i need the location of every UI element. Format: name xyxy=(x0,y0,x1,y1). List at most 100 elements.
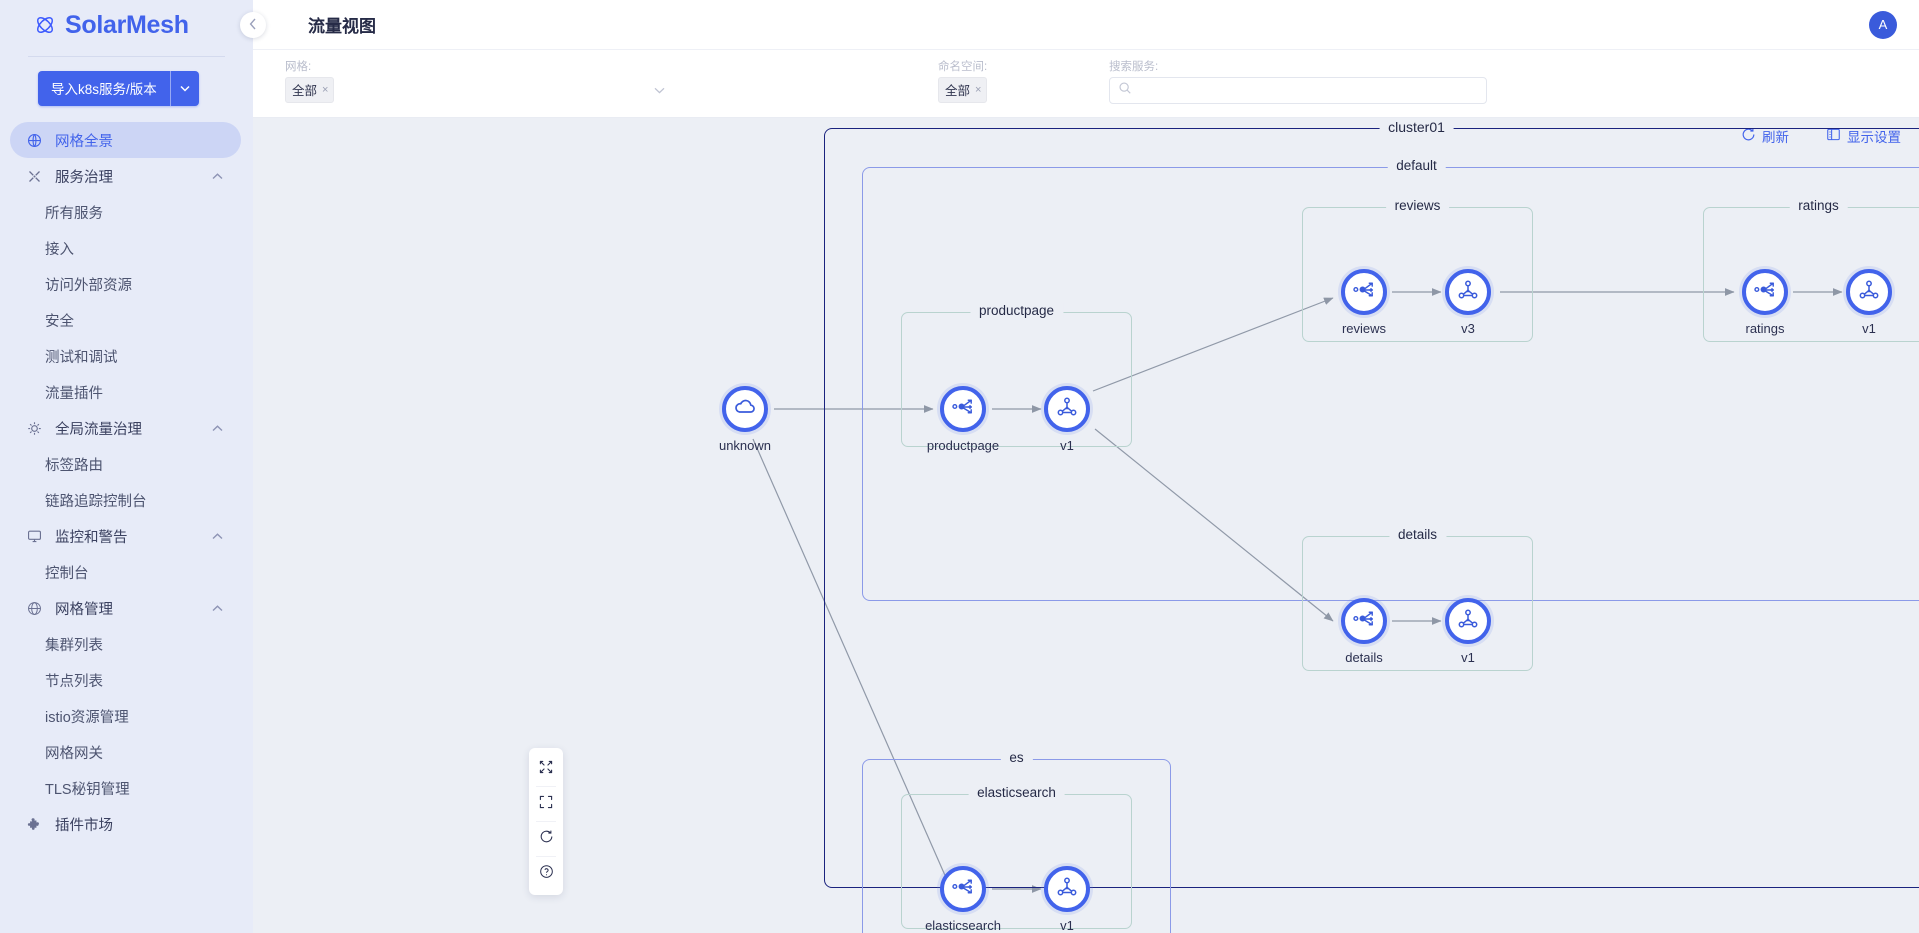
sidebar-item-mesh-management[interactable]: 网格管理 xyxy=(10,590,241,626)
chevron-up-icon[interactable] xyxy=(212,168,223,184)
graph-node-productpage-v1[interactable]: v1 xyxy=(1044,386,1090,453)
sidebar-item-all-services[interactable]: 所有服务 xyxy=(0,194,253,230)
node-circle[interactable] xyxy=(1742,269,1788,315)
close-icon[interactable]: × xyxy=(975,83,982,96)
sidebar-collapse-handle[interactable] xyxy=(240,12,266,38)
service-box-details[interactable]: details xyxy=(1302,527,1533,671)
node-circle[interactable] xyxy=(722,386,768,432)
node-label: v1 xyxy=(1060,438,1074,453)
help-button[interactable] xyxy=(529,857,563,891)
sidebar-item-plugin-market[interactable]: 插件市场 xyxy=(10,806,241,842)
chevron-up-icon[interactable] xyxy=(212,528,223,544)
version-icon xyxy=(1456,278,1480,307)
sidebar-item-label-routing[interactable]: 标签路由 xyxy=(0,446,253,482)
version-icon xyxy=(1055,395,1079,424)
graph-node-elasticsearch[interactable]: elasticsearch xyxy=(925,866,1001,933)
cluster-box[interactable]: cluster01 xyxy=(824,119,1919,888)
node-circle[interactable] xyxy=(1341,598,1387,644)
sidebar-item-service-governance[interactable]: 服务治理 xyxy=(10,158,241,194)
traffic-graph-canvas[interactable]: cluster01 default es productpage reviews… xyxy=(253,119,1919,933)
namespace-select[interactable]: 全部 × xyxy=(938,77,1318,103)
graph-node-productpage[interactable]: productpage xyxy=(927,386,999,453)
toolbar-divider xyxy=(536,821,556,822)
service-label: elasticsearch xyxy=(968,785,1065,800)
sidebar-item-monitoring-and-alerts[interactable]: 监控和警告 xyxy=(10,518,241,554)
namespace-selected-tag[interactable]: 全部 × xyxy=(938,77,988,103)
sidebar-item-cluster-list[interactable]: 集群列表 xyxy=(0,626,253,662)
sidebar-item-traffic-plugins[interactable]: 流量插件 xyxy=(0,374,253,410)
mesh-select[interactable]: 全部 × xyxy=(285,77,665,103)
sidebar-item-label: 链路追踪控制台 xyxy=(45,493,147,510)
import-k8s-service-button[interactable]: 导入k8s服务/版本 xyxy=(38,71,199,106)
version-icon xyxy=(1857,278,1881,307)
sidebar-item-test-and-debug[interactable]: 测试和调试 xyxy=(0,338,253,374)
avatar[interactable]: A xyxy=(1869,10,1897,39)
node-label: v1 xyxy=(1060,918,1074,933)
node-circle[interactable] xyxy=(940,386,986,432)
graph-node-ratings[interactable]: ratings xyxy=(1742,269,1788,336)
sidebar-item-tracing-console[interactable]: 链路追踪控制台 xyxy=(0,482,253,518)
service-box-elasticsearch[interactable]: elasticsearch xyxy=(901,785,1132,929)
plugin-icon xyxy=(24,817,44,832)
sidebar-item-label: 流量插件 xyxy=(45,385,103,402)
graph-node-elasticsearch-v1[interactable]: v1 xyxy=(1044,866,1090,933)
namespace-tag-label: 全部 xyxy=(945,84,971,98)
mesh-selected-tag[interactable]: 全部 × xyxy=(285,77,335,103)
mesh-manage-icon xyxy=(24,601,44,616)
service-box-productpage[interactable]: productpage xyxy=(901,303,1132,447)
chevron-up-icon[interactable] xyxy=(212,600,223,616)
node-circle[interactable] xyxy=(1445,269,1491,315)
node-circle[interactable] xyxy=(1846,269,1892,315)
graph-node-ratings-v1[interactable]: v1 xyxy=(1846,269,1892,336)
sidebar-item-ingress[interactable]: 接入 xyxy=(0,230,253,266)
search-box[interactable] xyxy=(1109,77,1487,104)
sidebar-menu: 网格全景 服务治理 所有服务 接入 访问外部资源 安全 测试和调试 流量插件 xyxy=(0,116,253,842)
sidebar-item-tls-key-management[interactable]: TLS秘钥管理 xyxy=(0,770,253,806)
node-label: ratings xyxy=(1745,321,1785,336)
fit-view-button[interactable] xyxy=(529,752,563,786)
sidebar-item-mesh-gateway[interactable]: 网格网关 xyxy=(0,734,253,770)
sidebar-item-global-traffic-governance[interactable]: 全局流量治理 xyxy=(10,410,241,446)
mesh-tag-label: 全部 xyxy=(292,84,318,98)
graph-node-details-v1[interactable]: v1 xyxy=(1445,598,1491,665)
graph-node-details[interactable]: details xyxy=(1341,598,1387,665)
refresh-button[interactable]: 刷新 xyxy=(1741,126,1789,146)
toolbar-divider xyxy=(536,856,556,857)
node-circle[interactable] xyxy=(1044,866,1090,912)
sidebar-item-mesh-overview[interactable]: 网格全景 xyxy=(10,122,241,158)
refresh-icon xyxy=(1741,127,1756,145)
sidebar-item-security[interactable]: 安全 xyxy=(0,302,253,338)
sidebar-item-istio-resources[interactable]: istio资源管理 xyxy=(0,698,253,734)
service-icon xyxy=(1352,277,1377,307)
fullscreen-button[interactable] xyxy=(529,787,563,821)
sidebar-item-node-list[interactable]: 节点列表 xyxy=(0,662,253,698)
namespace-box-default[interactable]: default xyxy=(862,158,1919,601)
chevron-up-icon[interactable] xyxy=(212,420,223,436)
graph-node-reviews-v3[interactable]: v3 xyxy=(1445,269,1491,336)
topbar: 流量视图 A xyxy=(253,0,1919,50)
node-circle[interactable] xyxy=(1445,598,1491,644)
node-circle[interactable] xyxy=(940,866,986,912)
close-icon[interactable]: × xyxy=(322,83,329,96)
node-circle[interactable] xyxy=(1341,269,1387,315)
search-input[interactable] xyxy=(1139,83,1478,98)
graph-node-unknown[interactable]: unknown xyxy=(719,386,771,453)
service-box-ratings[interactable]: ratings xyxy=(1703,198,1919,342)
toolbar-divider xyxy=(536,786,556,787)
service-box-reviews[interactable]: reviews xyxy=(1302,198,1533,342)
service-icon xyxy=(951,874,976,904)
chevron-down-icon[interactable] xyxy=(171,71,199,106)
graph-node-reviews[interactable]: reviews xyxy=(1341,269,1387,336)
brand[interactable]: SolarMesh xyxy=(0,0,253,50)
sidebar-item-console[interactable]: 控制台 xyxy=(0,554,253,590)
reload-button[interactable] xyxy=(529,822,563,856)
globe-icon xyxy=(24,133,44,148)
service-icon xyxy=(1352,606,1377,636)
display-settings-button[interactable]: 显示设置 xyxy=(1826,126,1901,146)
node-circle[interactable] xyxy=(1044,386,1090,432)
namespace-box-es[interactable]: es xyxy=(862,750,1171,933)
sidebar-item-label: 节点列表 xyxy=(45,673,103,690)
sidebar-item-external-resources[interactable]: 访问外部资源 xyxy=(0,266,253,302)
chevron-down-icon[interactable] xyxy=(654,83,665,97)
